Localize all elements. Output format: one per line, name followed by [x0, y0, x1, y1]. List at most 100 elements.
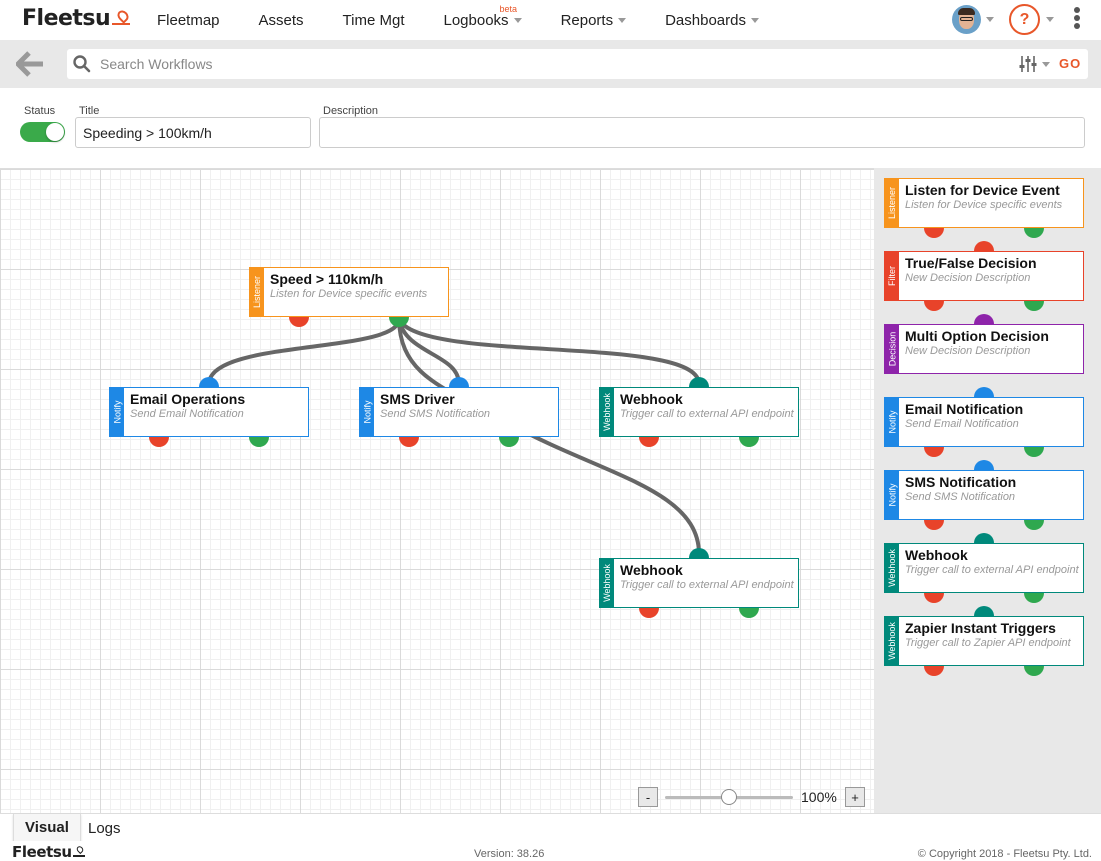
go-button[interactable]: GO [1059, 56, 1082, 71]
input-port[interactable] [974, 460, 994, 470]
node-title: Webhook [905, 547, 968, 563]
help-button[interactable]: ? [1009, 4, 1040, 35]
true-output-port[interactable] [389, 317, 409, 327]
view-tabs: Visual Logs [0, 813, 1101, 842]
input-port[interactable] [974, 387, 994, 397]
node-title: Listen for Device Event [905, 182, 1060, 198]
true-output-port[interactable] [1024, 301, 1044, 311]
node-type-tag: Webhook [600, 388, 614, 436]
palette-item-email-notification[interactable]: Notify Email Notification Send Email Not… [884, 387, 1084, 457]
logo-text: Fleetsu [22, 6, 111, 31]
false-output-port[interactable] [924, 228, 944, 238]
chevron-down-icon [513, 17, 522, 23]
palette-item-listener[interactable]: Listener Listen for Device Event Listen … [884, 178, 1084, 238]
true-output-port[interactable] [739, 608, 759, 618]
connection-to-webhook-1 [397, 317, 701, 386]
node-palette: Listener Listen for Device Event Listen … [874, 168, 1101, 813]
chevron-down-icon[interactable] [1046, 17, 1054, 22]
nav-item-fleetmap[interactable]: Fleetmap [157, 12, 220, 29]
nav-item-dashboards[interactable]: Dashboards [665, 12, 759, 29]
node-description: Listen for Device specific events [270, 288, 428, 300]
input-port[interactable] [974, 606, 994, 616]
zoom-out-button[interactable]: - [638, 787, 658, 807]
false-output-port[interactable] [639, 437, 659, 447]
user-avatar[interactable] [952, 5, 981, 34]
input-port[interactable] [689, 377, 709, 387]
tab-visual[interactable]: Visual [13, 814, 81, 842]
chevron-down-icon [618, 17, 627, 23]
true-output-port[interactable] [1024, 666, 1044, 676]
search-bar: GO [0, 40, 1101, 88]
false-output-port[interactable] [924, 301, 944, 311]
true-output-port[interactable] [1024, 228, 1044, 238]
node-webhook-1[interactable]: Webhook Webhook Trigger call to external… [599, 377, 799, 447]
beta-badge: beta [499, 3, 518, 14]
input-port[interactable] [449, 377, 469, 387]
node-webhook-2[interactable]: Webhook Webhook Trigger call to external… [599, 548, 799, 618]
workflow-form: Status Title Description [0, 88, 1101, 168]
connection-to-sms [397, 317, 461, 386]
workflow-canvas[interactable]: Listener Speed > 110km/h Listen for Devi… [0, 168, 874, 813]
false-output-port[interactable] [289, 317, 309, 327]
tab-logs[interactable]: Logs [88, 819, 121, 837]
node-type-tag: Notify [360, 388, 374, 436]
logo-pin-icon [112, 10, 131, 28]
status-label: Status [24, 105, 56, 117]
chevron-down-icon[interactable] [986, 17, 994, 22]
node-sms-driver[interactable]: Notify SMS Driver Send SMS Notification [359, 377, 559, 447]
status-toggle[interactable] [20, 122, 65, 142]
palette-item-sms-notification[interactable]: Notify SMS Notification Send SMS Notific… [884, 460, 1084, 530]
node-type-tag: Notify [885, 398, 899, 446]
more-menu-icon[interactable] [1073, 7, 1081, 33]
true-output-port[interactable] [1024, 447, 1044, 457]
node-title: Webhook [620, 562, 683, 578]
false-output-port[interactable] [924, 593, 944, 603]
input-port[interactable] [974, 241, 994, 251]
node-description: Send SMS Notification [380, 408, 491, 420]
input-port[interactable] [974, 314, 994, 324]
false-output-port[interactable] [639, 608, 659, 618]
node-email-operations[interactable]: Notify Email Operations Send Email Notif… [109, 377, 309, 447]
nav-item-reports[interactable]: Reports [561, 12, 627, 29]
node-description: Trigger call to external API endpoint [905, 564, 1079, 576]
true-output-port[interactable] [499, 437, 519, 447]
nav-item-logbooks[interactable]: Logbooks beta [443, 4, 522, 29]
description-input[interactable] [319, 117, 1085, 148]
toggle-knob [46, 123, 64, 141]
back-arrow-icon[interactable] [16, 51, 44, 77]
zoom-in-button[interactable]: + [845, 787, 865, 807]
nav-label: Logbooks [443, 11, 509, 29]
palette-item-true-false-decision[interactable]: Filter True/False Decision New Decision … [884, 241, 1084, 311]
palette-item-multi-option-decision[interactable]: Decision Multi Option Decision New Decis… [884, 314, 1084, 374]
description-label: Description [323, 105, 379, 117]
node-description: New Decision Description [905, 345, 1031, 357]
search-icon [73, 55, 91, 73]
true-output-port[interactable] [249, 437, 269, 447]
input-port[interactable] [974, 533, 994, 543]
false-output-port[interactable] [399, 437, 419, 447]
palette-item-zapier-instant-triggers[interactable]: Webhook Zapier Instant Triggers Trigger … [884, 606, 1084, 676]
title-input[interactable] [75, 117, 311, 148]
version-text: Version: 38.26 [474, 848, 545, 860]
node-type-tag: Listener [885, 179, 899, 227]
palette-item-webhook[interactable]: Webhook Webhook Trigger call to external… [884, 533, 1084, 603]
zoom-slider-handle[interactable] [721, 789, 737, 805]
chevron-down-icon[interactable] [1042, 62, 1050, 67]
input-port[interactable] [689, 548, 709, 558]
logo-pin-icon [72, 846, 85, 858]
true-output-port[interactable] [1024, 593, 1044, 603]
false-output-port[interactable] [924, 666, 944, 676]
node-speed-listener[interactable]: Listener Speed > 110km/h Listen for Devi… [249, 267, 449, 327]
true-output-port[interactable] [1024, 520, 1044, 530]
false-output-port[interactable] [924, 447, 944, 457]
nav-item-assets[interactable]: Assets [259, 12, 304, 29]
nav-item-time-mgt[interactable]: Time Mgt [343, 12, 405, 29]
input-port[interactable] [199, 377, 219, 387]
false-output-port[interactable] [149, 437, 169, 447]
zoom-level: 100% [801, 789, 837, 805]
true-output-port[interactable] [739, 437, 759, 447]
fleetsu-logo[interactable]: Fleetsu [22, 6, 131, 31]
search-input[interactable] [100, 49, 1000, 79]
false-output-port[interactable] [924, 520, 944, 530]
filter-sliders-icon[interactable] [1018, 54, 1038, 74]
